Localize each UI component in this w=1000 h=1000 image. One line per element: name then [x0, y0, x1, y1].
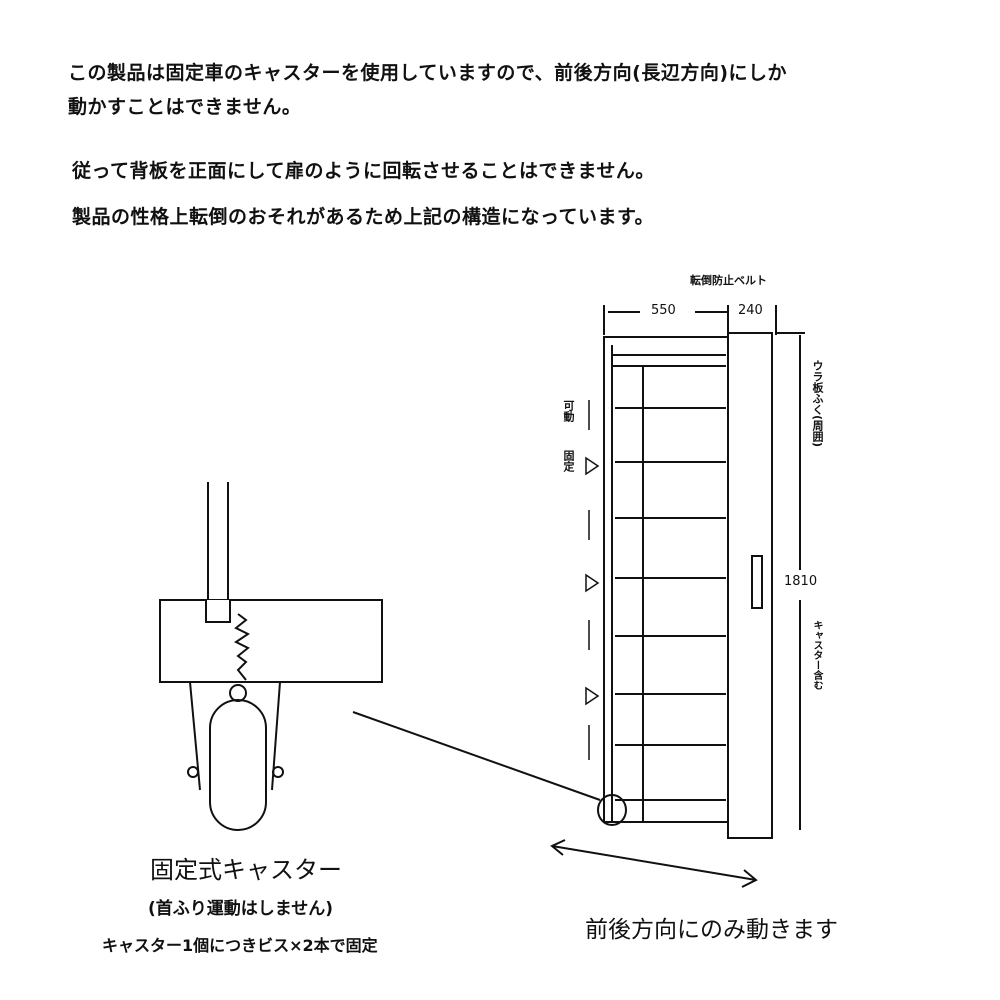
paragraph-4: 製品の性格上転倒のおそれがあるため上記の構造になっています。	[72, 206, 655, 228]
adjust-markers	[585, 400, 600, 760]
fixed-label: 固定	[562, 450, 575, 472]
caster-detail-drawing	[159, 482, 601, 831]
paragraph-1: この製品は固定車のキャスターを使用していますので、前後方向(長辺方向)にしか	[68, 62, 788, 84]
motion-label: 前後方向にのみ動きます	[585, 917, 838, 943]
width-dimension: 550	[651, 303, 676, 318]
paragraph-3: 従って背板を正面にして扉のように回転させることはできません。	[72, 160, 655, 182]
caster-included-label: キャスター含む	[811, 620, 822, 690]
shelf-drawing	[585, 305, 805, 839]
caster-title: 固定式キャスター	[150, 856, 342, 884]
paragraph-2: 動かすことはできません。	[68, 96, 302, 118]
depth-dimension: 240	[738, 303, 763, 318]
back-panel-label: ウラ板ふく(周囲)	[811, 360, 824, 448]
caster-note: (首ふり運動はしません)	[148, 899, 334, 919]
screw-note: キャスター1個につきビス×2本で固定	[102, 936, 378, 955]
height-dimension: 1810	[784, 574, 818, 589]
belt-label: 転倒防止ベルト	[690, 274, 767, 287]
shelf-boards	[615, 407, 726, 801]
motion-arrow	[550, 839, 758, 888]
movable-label: 可動	[562, 400, 575, 422]
